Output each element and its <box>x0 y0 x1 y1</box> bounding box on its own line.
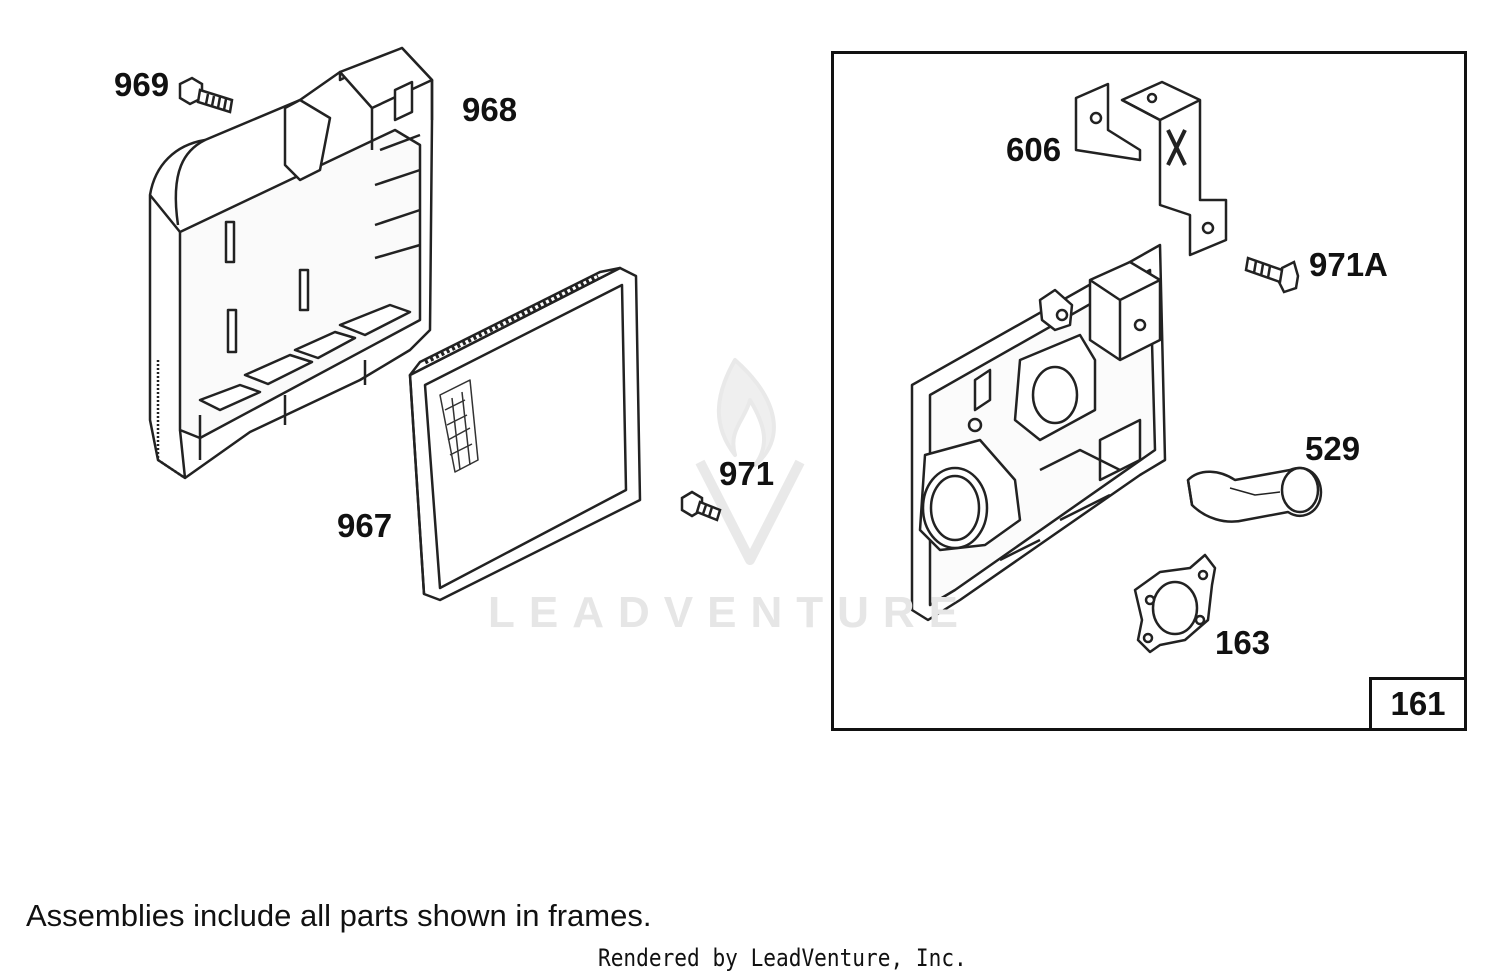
label-part-163: 163 <box>1215 624 1271 661</box>
label-part-969: 969 <box>114 66 170 103</box>
label-part-529: 529 <box>1305 430 1361 467</box>
part-971-screw <box>680 490 722 522</box>
part-971a-screw <box>1244 256 1300 294</box>
part-969-screw <box>178 76 234 114</box>
assembly-note: Assemblies include all parts shown in fr… <box>26 898 652 933</box>
part-529-elbow <box>1186 466 1323 523</box>
label-part-971: 971 <box>719 455 775 492</box>
label-part-968: 968 <box>462 91 518 128</box>
label-part-606: 606 <box>1006 131 1062 168</box>
assembly-frame: 161 <box>831 51 1467 731</box>
part-606-bracket <box>1074 80 1228 257</box>
watermark-text: LEADVENTURE <box>488 588 973 637</box>
assembly-number-tag: 161 <box>1369 677 1467 731</box>
part-968-air-cleaner-base <box>148 46 434 480</box>
render-credit: Rendered by LeadVenture, Inc. <box>598 944 967 972</box>
part-163-gasket <box>1133 553 1217 654</box>
watermark-logo <box>695 358 805 565</box>
part-967-air-filter <box>408 266 642 602</box>
part-161-assembly-body <box>910 243 1167 622</box>
label-part-967: 967 <box>337 507 393 544</box>
label-part-971a: 971A <box>1309 246 1388 283</box>
